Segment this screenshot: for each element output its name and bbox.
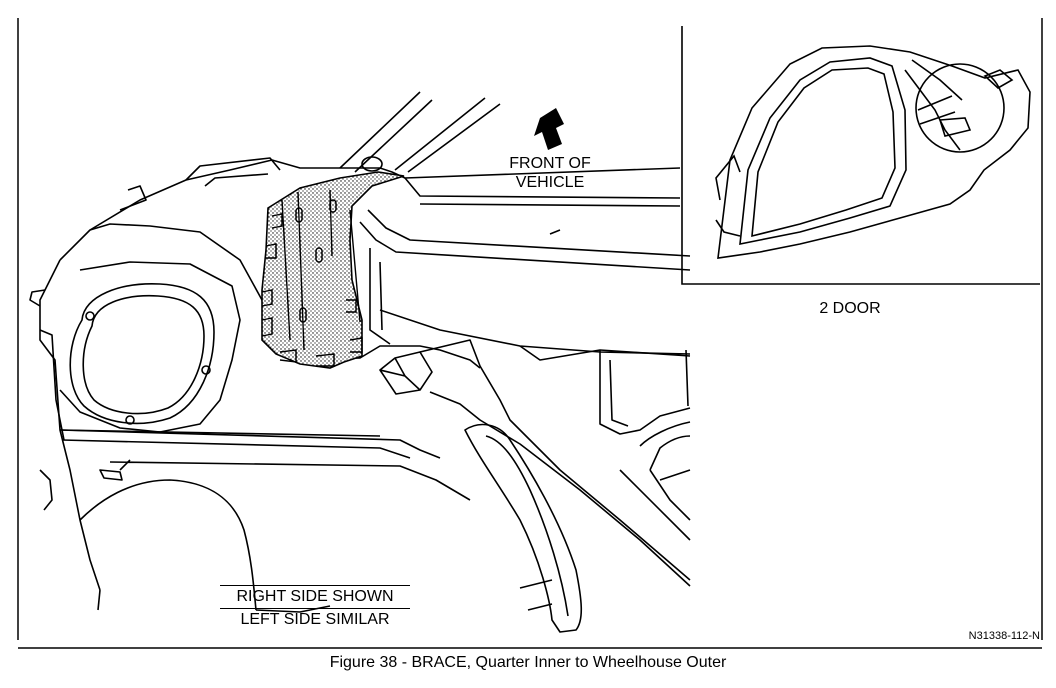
inset-label: 2 DOOR xyxy=(819,300,881,317)
brace-quarter-inner xyxy=(261,171,405,369)
front-label-line2: VEHICLE xyxy=(515,174,585,191)
side-note-line1: RIGHT SIDE SHOWN xyxy=(220,585,410,608)
figure-code: N31338-112-N xyxy=(968,630,1040,642)
quarter-inner-assembly xyxy=(29,91,691,633)
frame-lines xyxy=(17,18,1043,649)
side-note-line2: LEFT SIDE SIMILAR xyxy=(220,608,410,631)
front-arrow-icon xyxy=(534,108,564,150)
figure-caption: Figure 38 - BRACE, Quarter Inner to Whee… xyxy=(329,654,727,671)
front-of-vehicle-label: FRONT OF VEHICLE xyxy=(498,154,602,192)
side-note: RIGHT SIDE SHOWN LEFT SIDE SIMILAR xyxy=(220,585,410,631)
inset-2door xyxy=(681,26,1040,285)
front-label-line1: FRONT OF xyxy=(509,155,591,172)
